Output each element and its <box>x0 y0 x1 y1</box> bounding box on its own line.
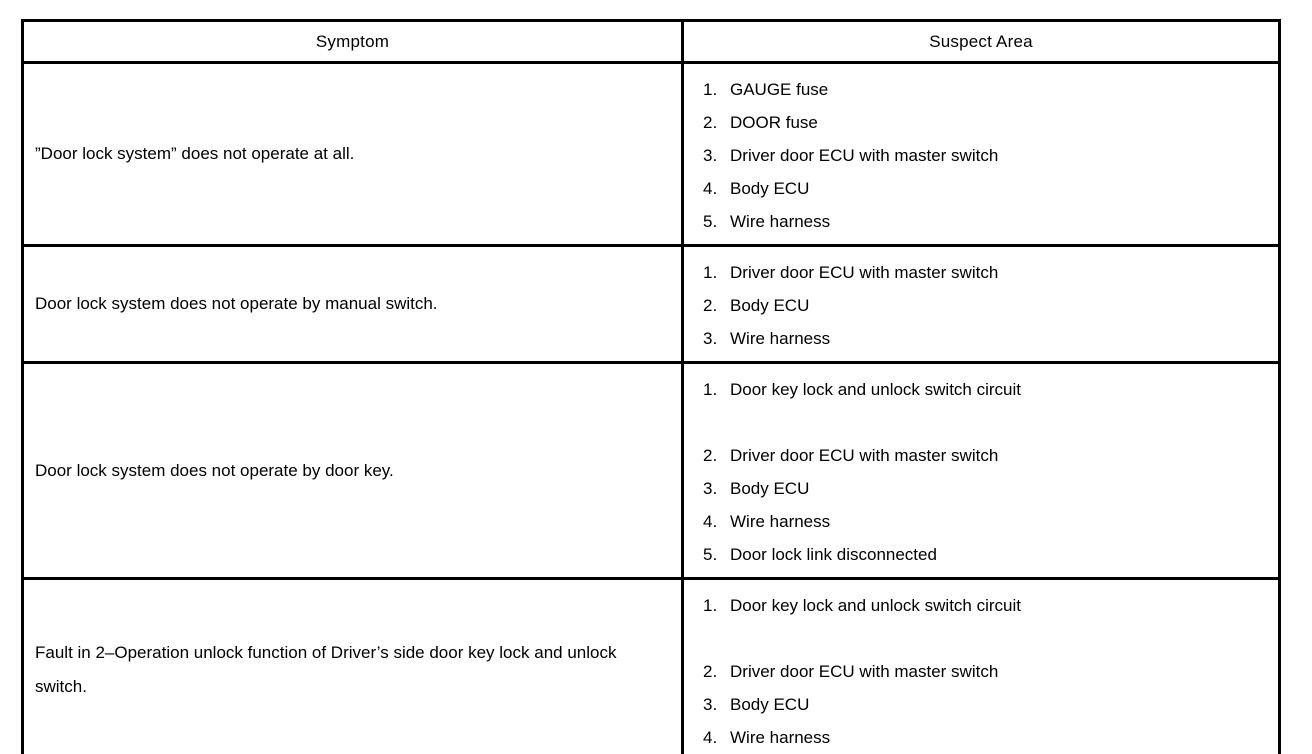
symptom-text: Door lock system does not operate by man… <box>35 294 438 313</box>
suspect-item-label: Body ECU <box>730 695 810 714</box>
suspect-list-item: 2. DOOR fuse <box>703 106 1270 139</box>
table-row: Fault in 2–Operation unlock function of … <box>21 577 1281 754</box>
suspect-list-item: 2. Driver door ECU with master switch <box>703 655 1270 688</box>
suspect-area-cell: 1. Driver door ECU with master switch 2.… <box>681 244 1281 364</box>
suspect-list: 1. Driver door ECU with master switch 2.… <box>703 256 1270 355</box>
symptom-text: Fault in 2–Operation unlock function of … <box>35 643 617 696</box>
suspect-item-number: 2. <box>703 446 718 465</box>
symptom-cell: Door lock system does not operate by man… <box>21 244 684 364</box>
suspect-item-label: Door lock link disconnected <box>730 545 937 564</box>
suspect-item-number: 2. <box>703 296 718 315</box>
suspect-list-item: 4. Wire harness <box>703 505 1270 538</box>
symptom-cell: Fault in 2–Operation unlock function of … <box>21 577 684 754</box>
suspect-list-item: 2. Driver door ECU with master switch <box>703 439 1270 472</box>
header-row: Symptom Suspect Area <box>21 19 1281 64</box>
suspect-item-number: 5. <box>703 545 718 564</box>
suspect-list-item: 4. Body ECU <box>703 172 1270 205</box>
suspect-item-label: Driver door ECU with master switch <box>730 263 999 282</box>
suspect-item-number: 1. <box>703 263 718 282</box>
table-row: ”Door lock system” does not operate at a… <box>21 61 1281 247</box>
suspect-item-label: Body ECU <box>730 296 810 315</box>
suspect-area-cell: 1. GAUGE fuse 2. DOOR fuse 3. Driver doo… <box>681 61 1281 247</box>
suspect-list: 1. Door key lock and unlock switch circu… <box>703 373 1270 571</box>
symptom-cell: Door lock system does not operate by doo… <box>21 361 684 580</box>
suspect-list-item: 3. Wire harness <box>703 322 1270 355</box>
suspect-list-item: 1. GAUGE fuse <box>703 73 1270 106</box>
suspect-area-column-header: Suspect Area <box>681 19 1281 64</box>
suspect-list-item: 4. Wire harness <box>703 721 1270 754</box>
suspect-item-number: 3. <box>703 146 718 165</box>
suspect-item-label: Wire harness <box>730 728 831 747</box>
suspect-item-number: 4. <box>703 728 718 747</box>
suspect-list-item: 5. Door lock link disconnected <box>703 538 1270 571</box>
suspect-item-label: Door key lock and unlock switch circuit <box>730 596 1022 615</box>
suspect-item-label: Door key lock and unlock switch circuit <box>730 380 1022 399</box>
suspect-item-label: DOOR fuse <box>730 113 818 132</box>
table-row: Door lock system does not operate by doo… <box>21 361 1281 580</box>
suspect-item-number: 2. <box>703 113 718 132</box>
suspect-item-number: 3. <box>703 329 718 348</box>
suspect-item-number: 4. <box>703 179 718 198</box>
suspect-item-label: Driver door ECU with master switch <box>730 662 999 681</box>
suspect-item-label: Driver door ECU with master switch <box>730 446 999 465</box>
table-row: Door lock system does not operate by man… <box>21 244 1281 364</box>
suspect-item-number: 1. <box>703 380 718 399</box>
suspect-item-number: 3. <box>703 695 718 714</box>
table-body: ”Door lock system” does not operate at a… <box>21 61 1281 754</box>
suspect-item-label: Body ECU <box>730 179 810 198</box>
symptom-cell: ”Door lock system” does not operate at a… <box>21 61 684 247</box>
suspect-item-number: 2. <box>703 662 718 681</box>
suspect-item-number: 1. <box>703 80 718 99</box>
suspect-list-item: 1. Door key lock and unlock switch circu… <box>703 589 1270 622</box>
symptom-column-header: Symptom <box>21 19 684 64</box>
suspect-area-cell: 1. Door key lock and unlock switch circu… <box>681 577 1281 754</box>
suspect-list-item: 1. Door key lock and unlock switch circu… <box>703 373 1270 406</box>
suspect-list: 1. Door key lock and unlock switch circu… <box>703 589 1270 754</box>
suspect-list-item: 3. Driver door ECU with master switch <box>703 139 1270 172</box>
suspect-item-label: Wire harness <box>730 512 831 531</box>
suspect-item-number: 5. <box>703 212 718 231</box>
suspect-list-item: 1. Driver door ECU with master switch <box>703 256 1270 289</box>
symptom-text: Door lock system does not operate by doo… <box>35 460 394 480</box>
symptom-suspect-table: Symptom Suspect Area ”Door lock system” … <box>21 19 1281 754</box>
suspect-item-label: Wire harness <box>730 212 831 231</box>
suspect-item-number: 4. <box>703 512 718 531</box>
suspect-item-label: Driver door ECU with master switch <box>730 146 999 165</box>
symptom-text: ”Door lock system” does not operate at a… <box>35 144 355 163</box>
suspect-item-label: Body ECU <box>730 479 810 498</box>
suspect-list-item: 3. Body ECU <box>703 688 1270 721</box>
suspect-item-label: Wire harness <box>730 329 831 348</box>
suspect-list: 1. GAUGE fuse 2. DOOR fuse 3. Driver doo… <box>703 73 1270 238</box>
suspect-item-number: 3. <box>703 479 718 498</box>
suspect-item-number: 1. <box>703 596 718 615</box>
suspect-list-item: 2. Body ECU <box>703 289 1270 322</box>
suspect-item-label: GAUGE fuse <box>730 80 829 99</box>
suspect-list-item: 5. Wire harness <box>703 205 1270 238</box>
suspect-area-cell: 1. Door key lock and unlock switch circu… <box>681 361 1281 580</box>
suspect-list-item: 3. Body ECU <box>703 472 1270 505</box>
